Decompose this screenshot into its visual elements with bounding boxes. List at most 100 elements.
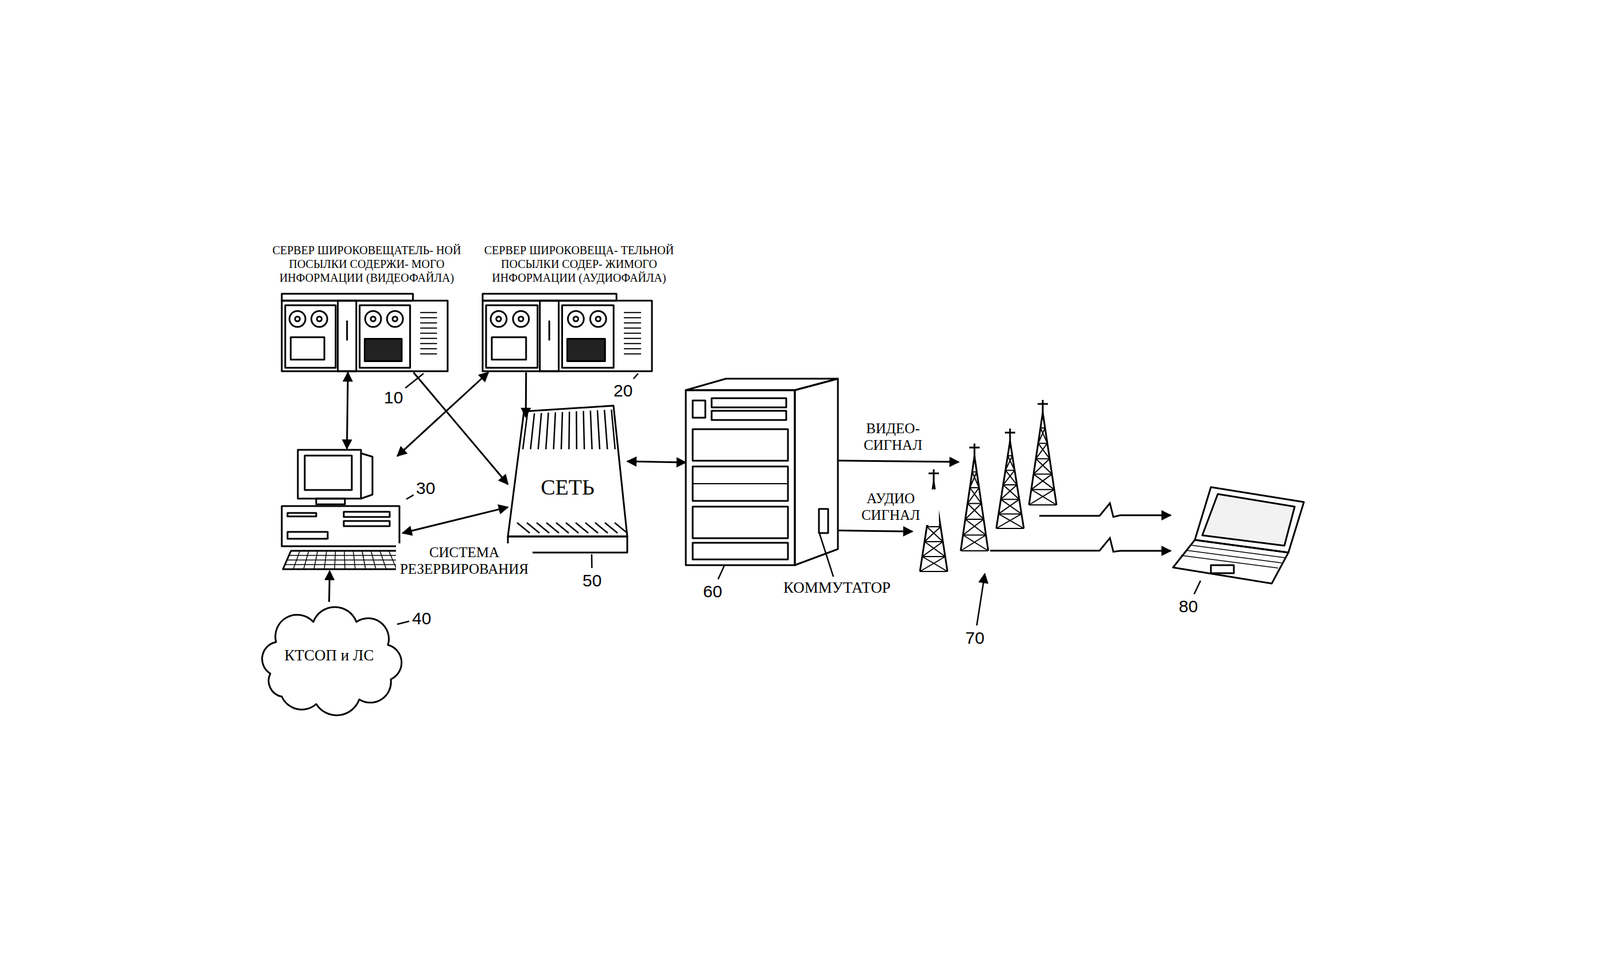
drawing-part (353, 550, 356, 570)
drawing-part (568, 311, 585, 328)
drawing-part (962, 519, 984, 536)
drawing-part (1005, 455, 1013, 471)
drawing-part (589, 311, 607, 328)
server-heading: СЕРВЕР ШИРОКОВЕЩАТЕЛЬ- НОЙ ПОСЫЛКИ СОДЕР… (263, 243, 471, 285)
drawing-part (1035, 458, 1050, 460)
drawing-part (924, 541, 946, 557)
drawing-part (392, 316, 398, 322)
drawing-part (711, 398, 787, 408)
drawing-part (362, 550, 366, 570)
device-node: 80 (1170, 484, 1307, 587)
connector-arrow (397, 372, 489, 457)
drawing-part (967, 503, 982, 505)
drawing-part (967, 487, 980, 504)
device-drawing (280, 448, 414, 572)
drawing-part (343, 511, 390, 518)
drawing-part (338, 300, 357, 372)
connector-arrow (328, 571, 331, 603)
drawing-part (692, 506, 788, 539)
drawing-part (611, 409, 615, 450)
drawing-part (1004, 432, 1016, 434)
drawing-part (623, 317, 642, 319)
drawing-part (926, 526, 943, 542)
callout-number: 80 (1178, 596, 1198, 616)
drawing-part (1210, 565, 1234, 574)
leader-line (406, 495, 414, 500)
drawing-part (926, 526, 941, 528)
drawing-part (623, 353, 642, 355)
drawing-part (287, 531, 328, 539)
drawing-part (1003, 484, 1017, 486)
drawing-part (568, 411, 570, 450)
leader-line (633, 373, 639, 379)
drawing-part (1190, 545, 1285, 558)
drawing-part (360, 453, 373, 499)
drawing-part (692, 483, 788, 485)
device-node: КТСОП и ЛС40 (250, 602, 409, 710)
device-node: СЕРВЕР ШИРОКОВЕЩА- ТЕЛЬНОЙ ПОСЫЛКИ СОДЕР… (481, 292, 654, 373)
leader-line (976, 573, 985, 626)
drawing-part (692, 400, 706, 418)
drawing-part (522, 413, 528, 450)
edge-label: СИСТЕМА РЕЗЕРВИРОВАНИЯ (395, 543, 533, 580)
drawing-part (344, 550, 345, 570)
drawing-part (998, 499, 1020, 514)
device-drawing (481, 292, 654, 373)
drawing-part (1003, 484, 1020, 500)
drawing-part (420, 332, 437, 335)
drawing-part (1040, 412, 1043, 429)
drawing-part (370, 316, 376, 322)
drawing-part (562, 305, 615, 368)
drawing-part (969, 447, 980, 449)
drawing-part (359, 305, 411, 368)
edge-label: АУДИО СИГНАЛ (842, 489, 939, 526)
drawing-part (281, 293, 414, 301)
drawing-part (623, 343, 642, 345)
drawing-part (507, 405, 628, 537)
drawing-part (304, 455, 352, 491)
drawing-part (285, 564, 406, 566)
drawing-part (1185, 550, 1282, 563)
drawing-part (379, 550, 387, 570)
device-node: 60КОММУТАТОР (685, 377, 838, 567)
drawing-part (1035, 459, 1052, 475)
drawing-part (364, 339, 402, 362)
connector-arrow (1039, 503, 1171, 518)
drawing-part (924, 541, 943, 543)
drawing-part (623, 332, 642, 335)
drawing-part (614, 522, 628, 534)
drawing-part (482, 300, 652, 372)
drawing-part (1202, 494, 1295, 546)
drawing-part (545, 412, 549, 450)
drawing-part (420, 322, 437, 324)
drawing-part (482, 293, 617, 301)
callout-number: 30 (416, 478, 436, 498)
drawing-part (685, 390, 795, 566)
drawing-part (998, 514, 1024, 529)
drawing-part (293, 550, 301, 570)
callout-number: 40 (412, 608, 431, 628)
drawing-part (960, 535, 986, 552)
device-node: СЕТЬ50 (507, 403, 628, 557)
device-label: СЕТЬ (507, 475, 628, 500)
drawing-part (316, 498, 345, 505)
drawing-part (389, 550, 398, 570)
connector-arrow (347, 372, 349, 449)
drawing-part (692, 466, 788, 502)
drawing-part (1028, 504, 1057, 506)
drawing-part (965, 503, 982, 520)
server-heading: СЕРВЕР ШИРОКОВЕЩА- ТЕЛЬНОЙ ПОСЫЛКИ СОДЕР… (475, 243, 683, 285)
drawing-part (420, 353, 437, 355)
drawing-part (1031, 474, 1052, 490)
drawing-part (548, 320, 551, 341)
drawing-part (692, 429, 788, 461)
drawing-part (496, 316, 502, 322)
device-drawing (1170, 484, 1307, 587)
drawing-part (965, 519, 986, 536)
drawing-part (1007, 441, 1011, 456)
connector-arrow (989, 538, 1171, 553)
drawing-part (1038, 428, 1046, 444)
callout-number: 50 (582, 571, 602, 590)
drawing-part (386, 311, 403, 328)
